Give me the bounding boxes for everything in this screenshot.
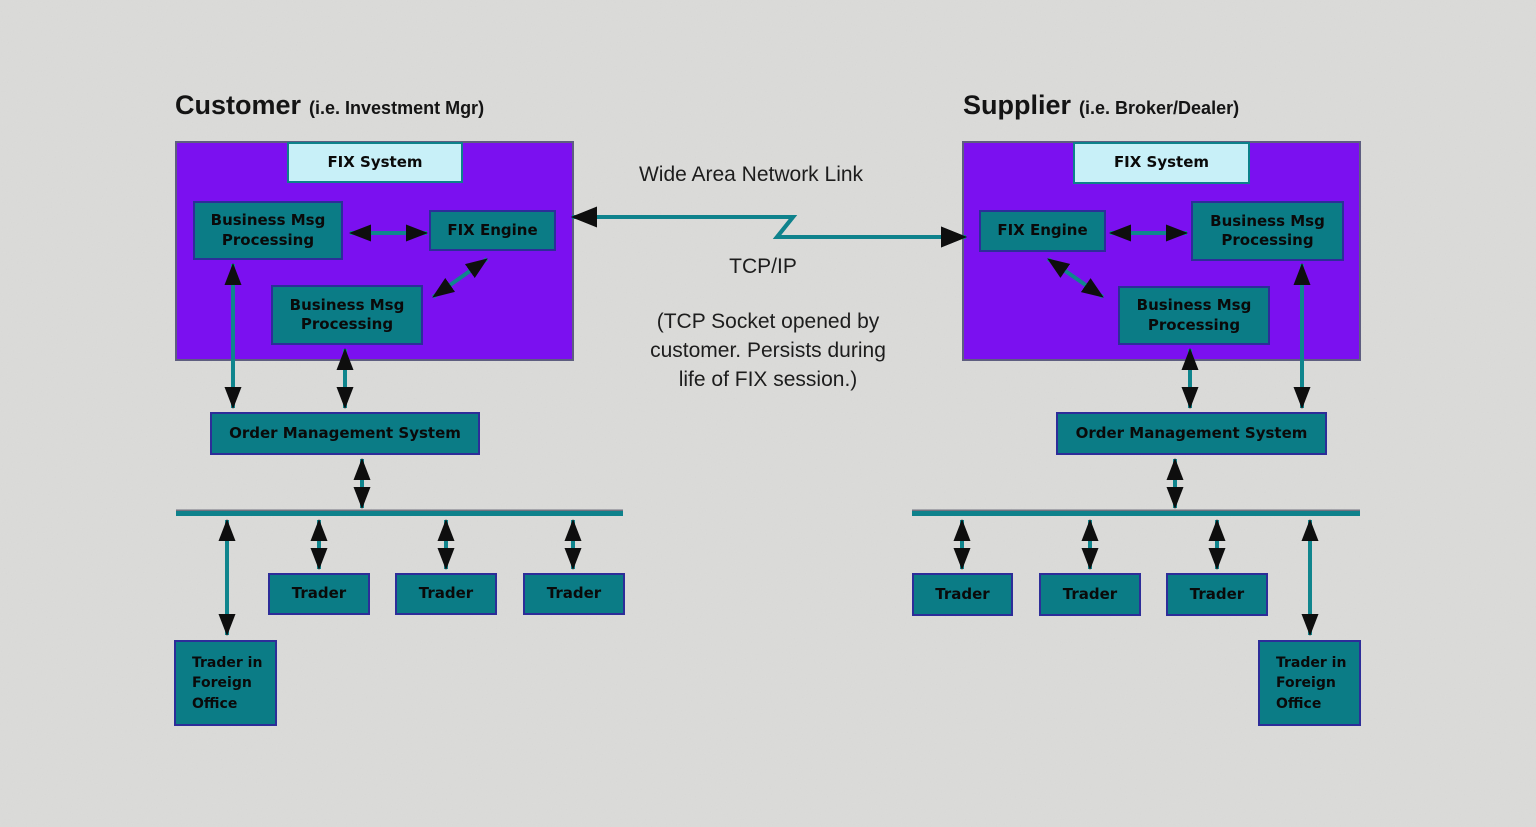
customer-trader-1-label: Trader: [291, 584, 347, 603]
customer-fix-system-label: FIX System: [327, 152, 423, 171]
wan-link-label: Wide Area Network Link: [638, 163, 864, 186]
customer-bmp-top-label: Business Msg Processing: [210, 211, 326, 249]
customer-trader-box-2: Trader: [395, 573, 497, 615]
customer-subtitle: (i.e. Investment Mgr): [309, 98, 485, 118]
customer-bmp-lower-label: Business Msg Processing: [289, 295, 405, 334]
customer-trader-foreign-office-box: Trader in Foreign Office: [174, 640, 277, 726]
customer-section-title: Customer (i.e. Investment Mgr): [175, 90, 484, 121]
supplier-fix-engine-box: FIX Engine: [979, 210, 1106, 252]
supplier-trader-2-label: Trader: [1062, 584, 1118, 603]
supplier-bmp-lower-label: Business Msg Processing: [1136, 296, 1252, 334]
supplier-order-management-system-box: Order Management System: [1056, 412, 1327, 455]
supplier-bmp-top-label: Business Msg Processing: [1210, 211, 1325, 250]
customer-business-msg-processing-lower-box: Business Msg Processing: [271, 285, 423, 345]
customer-trader-2-label: Trader: [418, 584, 474, 603]
supplier-business-msg-processing-lower-box: Business Msg Processing: [1118, 286, 1270, 345]
customer-trader-box-3: Trader: [523, 573, 625, 615]
customer-order-management-system-box: Order Management System: [210, 412, 480, 455]
supplier-fix-system-label: FIX System: [1113, 153, 1210, 172]
tcp-note-line-1: (TCP Socket opened by: [656, 310, 880, 333]
customer-foreign-trader-label: Trader in Foreign Office: [192, 655, 263, 712]
supplier-oms-label: Order Management System: [1075, 423, 1308, 442]
supplier-subtitle: (i.e. Broker/Dealer): [1079, 98, 1240, 118]
supplier-fix-system-box: FIX System: [1073, 142, 1250, 184]
customer-oms-label: Order Management System: [229, 423, 461, 442]
customer-fix-engine-box: FIX Engine: [429, 210, 556, 251]
customer-fix-engine-label: FIX Engine: [447, 220, 538, 239]
customer-trader-3-label: Trader: [546, 584, 602, 603]
customer-title: Customer: [175, 90, 302, 120]
supplier-trader-3-label: Trader: [1189, 584, 1245, 603]
supplier-section-title: Supplier (i.e. Broker/Dealer): [963, 90, 1239, 121]
tcp-note-line-3: life of FIX session.): [678, 368, 858, 391]
supplier-business-msg-processing-top-box: Business Msg Processing: [1191, 201, 1344, 261]
supplier-trader-box-1: Trader: [912, 573, 1013, 616]
tcp-note-line-2: customer. Persists during: [650, 339, 886, 362]
supplier-trader-box-3: Trader: [1166, 573, 1268, 616]
supplier-trader-box-2: Trader: [1039, 573, 1141, 616]
supplier-trader-foreign-office-box: Trader in Foreign Office: [1258, 640, 1361, 726]
tcpip-label: TCP/IP: [729, 255, 797, 278]
supplier-title: Supplier: [963, 90, 1072, 120]
supplier-fix-engine-label: FIX Engine: [997, 221, 1088, 240]
tcp-socket-note: (TCP Socket opened by customer. Persists…: [608, 307, 928, 394]
customer-business-msg-processing-top-box: Business Msg Processing: [193, 201, 343, 260]
supplier-trader-1-label: Trader: [935, 584, 990, 603]
supplier-foreign-trader-label: Trader in Foreign Office: [1276, 655, 1347, 712]
customer-fix-system-box: FIX System: [287, 142, 463, 183]
customer-trader-box-1: Trader: [268, 573, 370, 615]
